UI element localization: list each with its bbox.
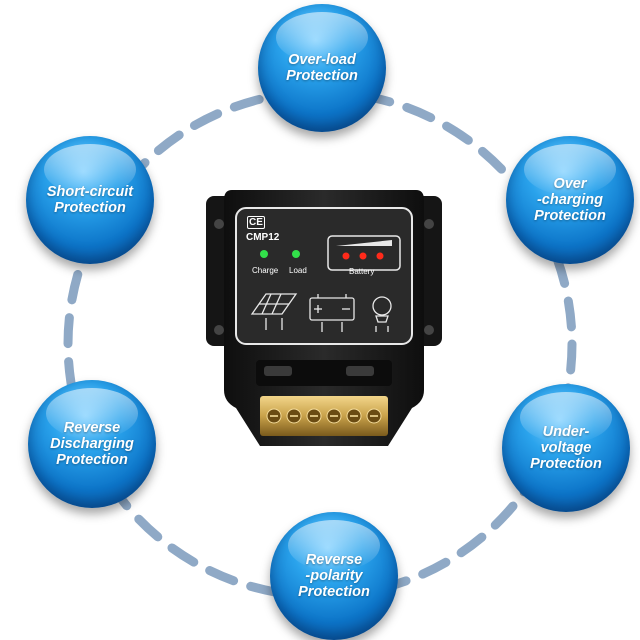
ce-mark: CE	[247, 216, 265, 229]
bubble-overload-protection: Over-load Protection	[258, 4, 386, 132]
load-led-label: Load	[289, 266, 307, 275]
charge-led-label: Charge	[252, 266, 279, 275]
bubble-overcharging-protection: Over -charging Protection	[506, 136, 634, 264]
bubble-label: Reverse Discharging Protection	[50, 420, 134, 468]
bubble-label: Reverse -polarity Protection	[298, 552, 370, 600]
bubble-label: Short-circuit Protection	[46, 184, 134, 216]
bubble-undervoltage-protection: Under- voltage Protection	[502, 384, 630, 512]
charge-controller-device	[206, 190, 442, 446]
battery-led-label: Battery	[349, 267, 375, 276]
bubble-reverse-polarity-protection: Reverse -polarity Protection	[270, 512, 398, 640]
bubble-label: Over-load Protection	[286, 52, 358, 84]
bubble-reverse-discharging-protection: Reverse Discharging Protection	[28, 380, 156, 508]
bubble-label: Under- voltage Protection	[530, 424, 602, 472]
model-label: CMP12	[246, 232, 280, 243]
bubble-short-circuit-protection: Short-circuit Protection	[26, 136, 154, 264]
bubble-label: Over -charging Protection	[534, 176, 606, 224]
